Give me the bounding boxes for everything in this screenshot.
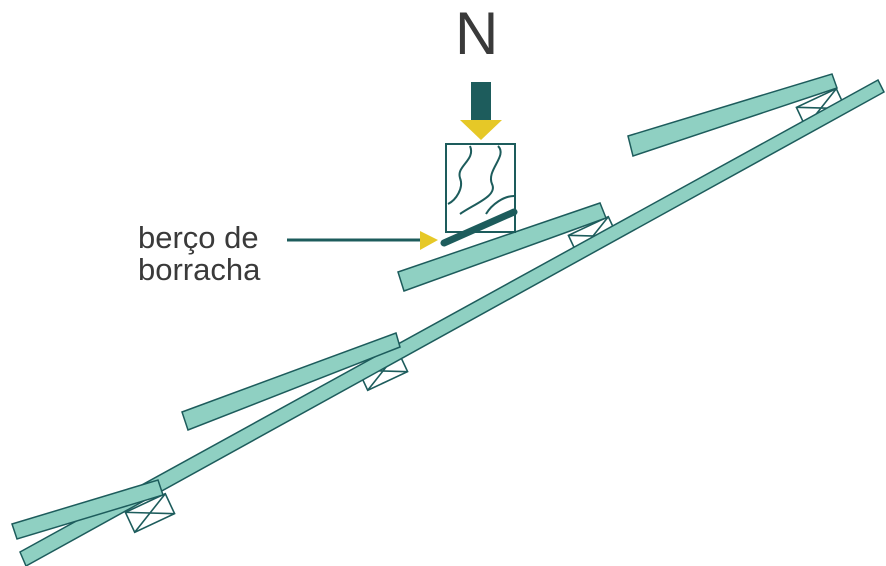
roof-panel-lower <box>19 78 885 566</box>
roof-panel-upper <box>11 479 164 540</box>
right-arrow-icon <box>287 231 438 250</box>
roof-panel-upper <box>397 202 607 292</box>
rubber-pad-caption: berço de borracha <box>138 222 260 286</box>
roof-panel-upper <box>181 332 401 431</box>
force-label: N <box>455 0 499 67</box>
caption-line-2: borracha <box>138 252 261 287</box>
rubber-pad <box>440 208 518 247</box>
roof-panel-upper <box>627 73 838 157</box>
caption-line-1: berço de <box>138 220 259 255</box>
support-icon <box>124 492 176 534</box>
down-arrow-icon <box>460 82 502 140</box>
